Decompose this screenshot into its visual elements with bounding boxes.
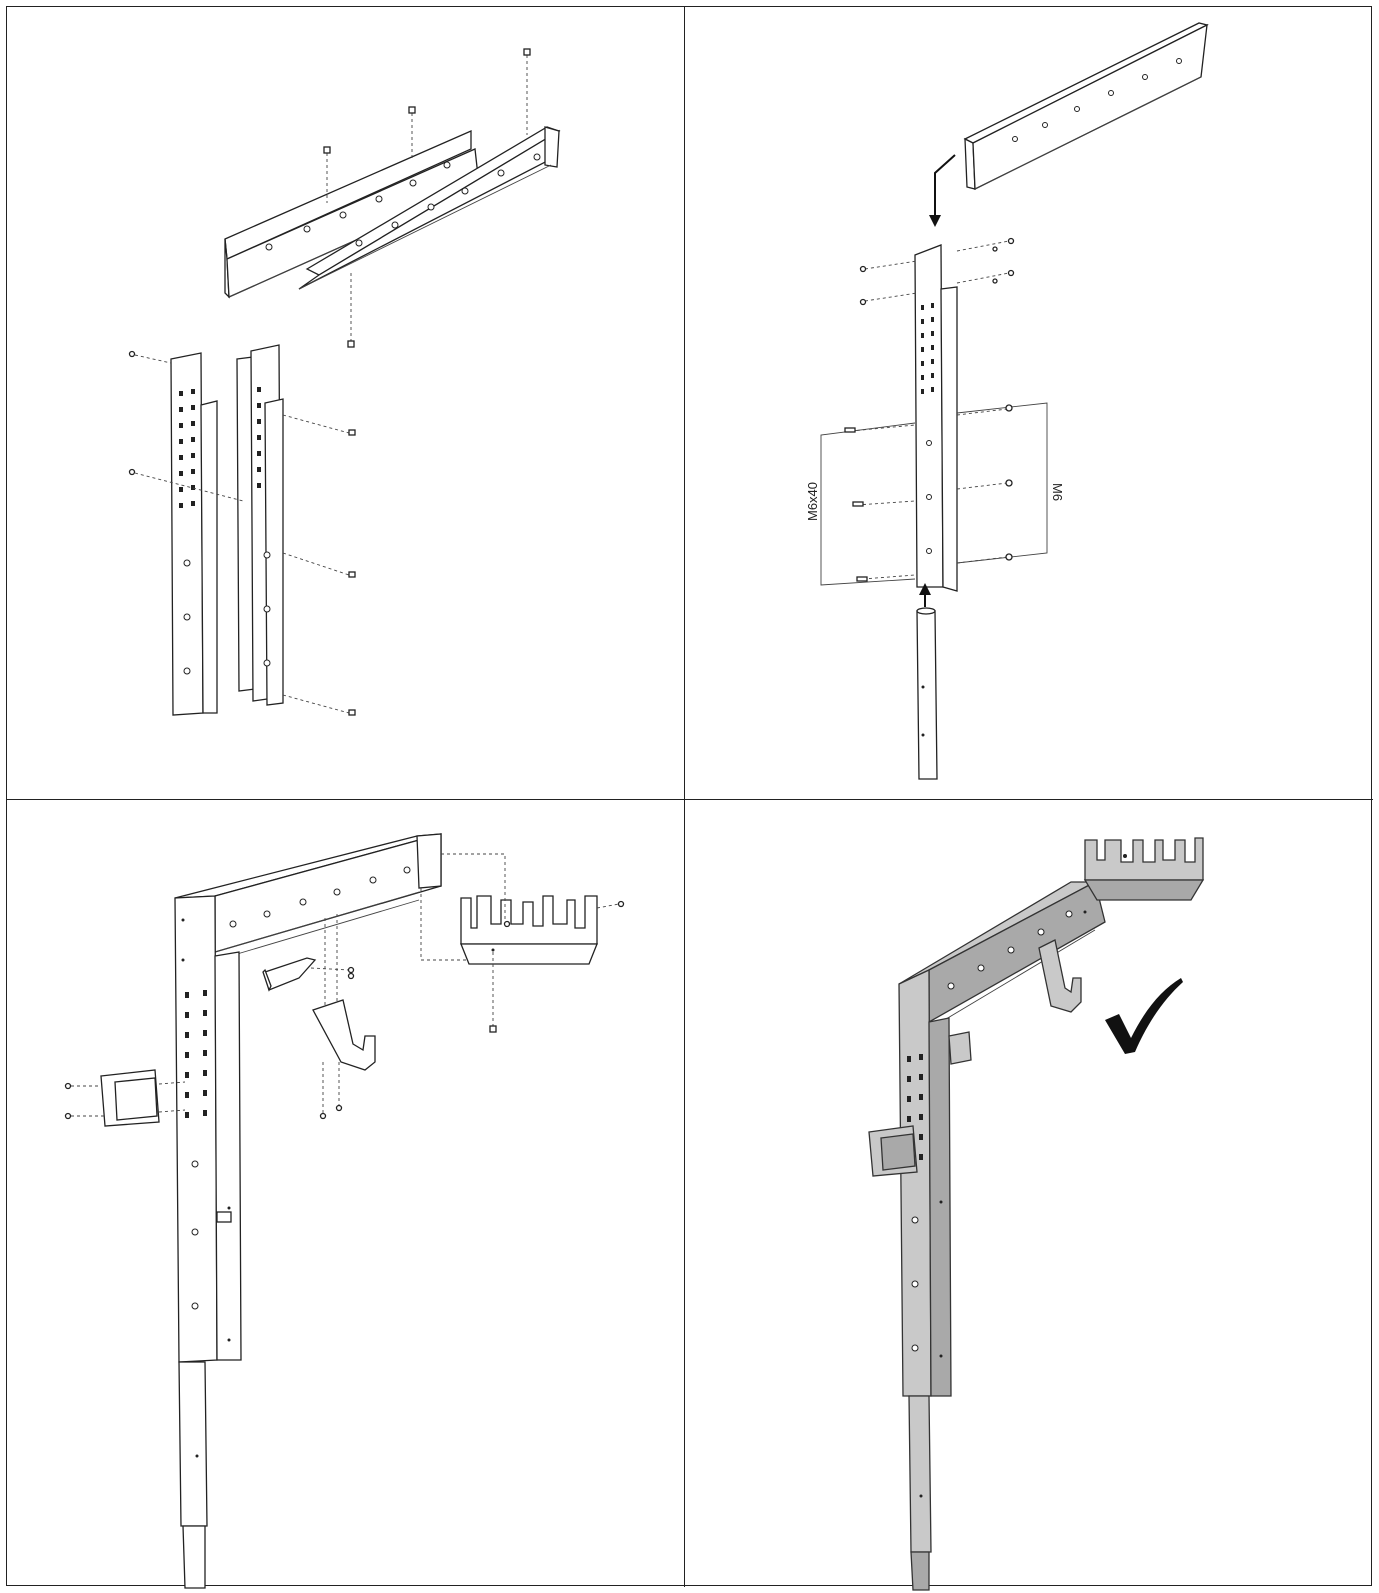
instruction-sheet: M6x40 M6 bbox=[6, 6, 1373, 1591]
arrow-up-icon bbox=[919, 583, 931, 607]
side-bolts bbox=[128, 350, 356, 716]
fork-holder bbox=[420, 853, 625, 1033]
small-hook-assembled bbox=[948, 1031, 972, 1065]
upright-left bbox=[170, 352, 218, 716]
upper-bolts bbox=[859, 237, 1015, 306]
hanger-hook-assembled bbox=[1038, 939, 1082, 1013]
top-rail bbox=[963, 22, 1209, 191]
arrow-down-icon bbox=[929, 154, 956, 227]
step-2-panel: M6x40 M6 bbox=[685, 7, 1373, 800]
upright-right bbox=[236, 344, 284, 706]
nut-bracket bbox=[956, 402, 1048, 564]
vertical-upright bbox=[174, 895, 242, 1363]
horizontal-arm bbox=[174, 833, 442, 961]
top-rail-back bbox=[298, 126, 561, 290]
small-hook bbox=[262, 957, 355, 992]
side-bracket-assembled bbox=[868, 1125, 918, 1177]
lower-tube bbox=[178, 1361, 208, 1589]
bolt-bracket bbox=[820, 422, 916, 586]
step-3-panel bbox=[7, 800, 685, 1589]
nut-label: M6 bbox=[1050, 483, 1065, 501]
tube-assembled bbox=[908, 1395, 932, 1591]
bolt-label: M6x40 bbox=[805, 482, 820, 521]
tube bbox=[916, 607, 938, 780]
upright-assembled bbox=[898, 968, 952, 1397]
step-1-diagram bbox=[128, 48, 561, 716]
step-3-diagram bbox=[64, 833, 625, 1589]
side-latch bbox=[216, 1211, 232, 1223]
step-2-diagram: M6x40 M6 bbox=[805, 22, 1209, 780]
fork-holder-assembled bbox=[1083, 837, 1205, 901]
step-4-panel bbox=[685, 800, 1373, 1591]
upright-post bbox=[914, 244, 958, 592]
step-4-diagram bbox=[868, 837, 1205, 1591]
check-mark-icon bbox=[1105, 978, 1183, 1054]
top-screws bbox=[323, 48, 531, 348]
step-1-panel bbox=[7, 7, 685, 800]
side-bracket bbox=[64, 1069, 186, 1127]
hanger-hook bbox=[312, 914, 376, 1120]
